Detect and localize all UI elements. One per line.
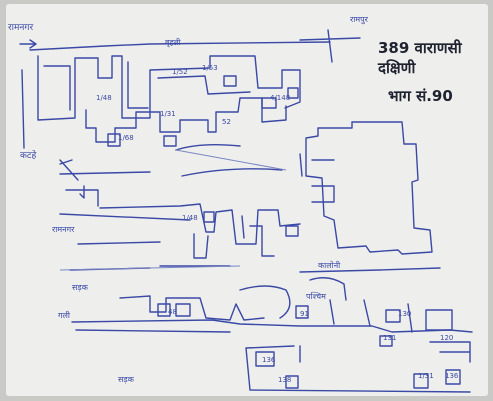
side-lane xyxy=(241,215,275,257)
lower-street-top xyxy=(119,295,265,321)
map-label: 1/48 xyxy=(182,214,198,222)
lower-block xyxy=(245,299,471,393)
annotation-loop-2 xyxy=(239,285,291,319)
map-label: 52 xyxy=(222,118,231,126)
map-label: 4/148 xyxy=(270,94,290,102)
middle-street xyxy=(59,171,301,245)
arrow-road-2 xyxy=(299,267,441,273)
right-block-inner xyxy=(311,159,335,203)
map-label: 138 xyxy=(278,376,291,384)
left-arrow-1 xyxy=(59,159,79,181)
map-label: रामनगर xyxy=(8,23,33,33)
map-label: 1/48 xyxy=(96,94,112,102)
map-label: 48 xyxy=(168,308,177,316)
annotation-loop-1 xyxy=(175,143,303,177)
map-label: सड़क xyxy=(118,375,135,384)
map-label: 1/53 xyxy=(202,64,218,72)
right-block xyxy=(305,121,433,255)
map-label: 1/52 xyxy=(172,68,188,76)
lower-right-house xyxy=(425,309,453,331)
top-boundary xyxy=(37,55,301,121)
constituency-title: 389 वाराणसी दक्षिणी xyxy=(378,39,462,77)
small-boxes xyxy=(107,75,461,389)
map-label: बृहन्नी xyxy=(165,37,181,48)
part-number: भाग सं.90 xyxy=(388,87,453,105)
map-label: सड़क xyxy=(72,283,89,292)
faint-line-2 xyxy=(59,265,241,271)
map-label: 136 xyxy=(262,356,276,364)
map-ink xyxy=(19,29,473,393)
map-labels: रामनगर बृहन्नी रामपुर कटहे रामनगर सड़क गली कालो… xyxy=(8,15,459,384)
map-label: रामपुर xyxy=(350,15,369,25)
top-right-road xyxy=(299,29,361,63)
map-label: कालोनी xyxy=(318,260,341,270)
map-label: 1/68 xyxy=(118,134,134,142)
map-label: 1/31 xyxy=(418,372,434,380)
lower-right-road xyxy=(429,341,471,363)
lower-road-2 xyxy=(75,329,231,333)
map-label: 1/31 xyxy=(160,110,176,118)
top-inner-road xyxy=(43,61,251,111)
top-street xyxy=(29,41,331,51)
map-label: 131 xyxy=(383,334,396,342)
top-left-arrow xyxy=(19,39,37,49)
left-arrow-2 xyxy=(79,185,85,199)
left-vertical-road xyxy=(21,69,25,149)
map-label: 120 xyxy=(440,334,453,342)
map-label: 136 xyxy=(445,372,459,380)
faint-ink xyxy=(59,149,287,271)
map-label: 130 xyxy=(398,310,411,318)
sheet-title-block: 389 वाराणसी दक्षिणी भाग सं.90 xyxy=(378,38,488,106)
middle-lower-road xyxy=(59,213,209,259)
arrow-road-3 xyxy=(77,241,161,245)
map-label: गली xyxy=(58,310,71,320)
annotation-loop-3 xyxy=(309,277,347,301)
map-label: रामनगर xyxy=(52,225,75,234)
map-label: कटहे xyxy=(20,149,36,161)
middle-boundary xyxy=(85,97,287,143)
map-label: 91 xyxy=(300,310,309,318)
faint-line-1 xyxy=(175,149,287,171)
map-label: पश्चिम xyxy=(306,291,326,301)
